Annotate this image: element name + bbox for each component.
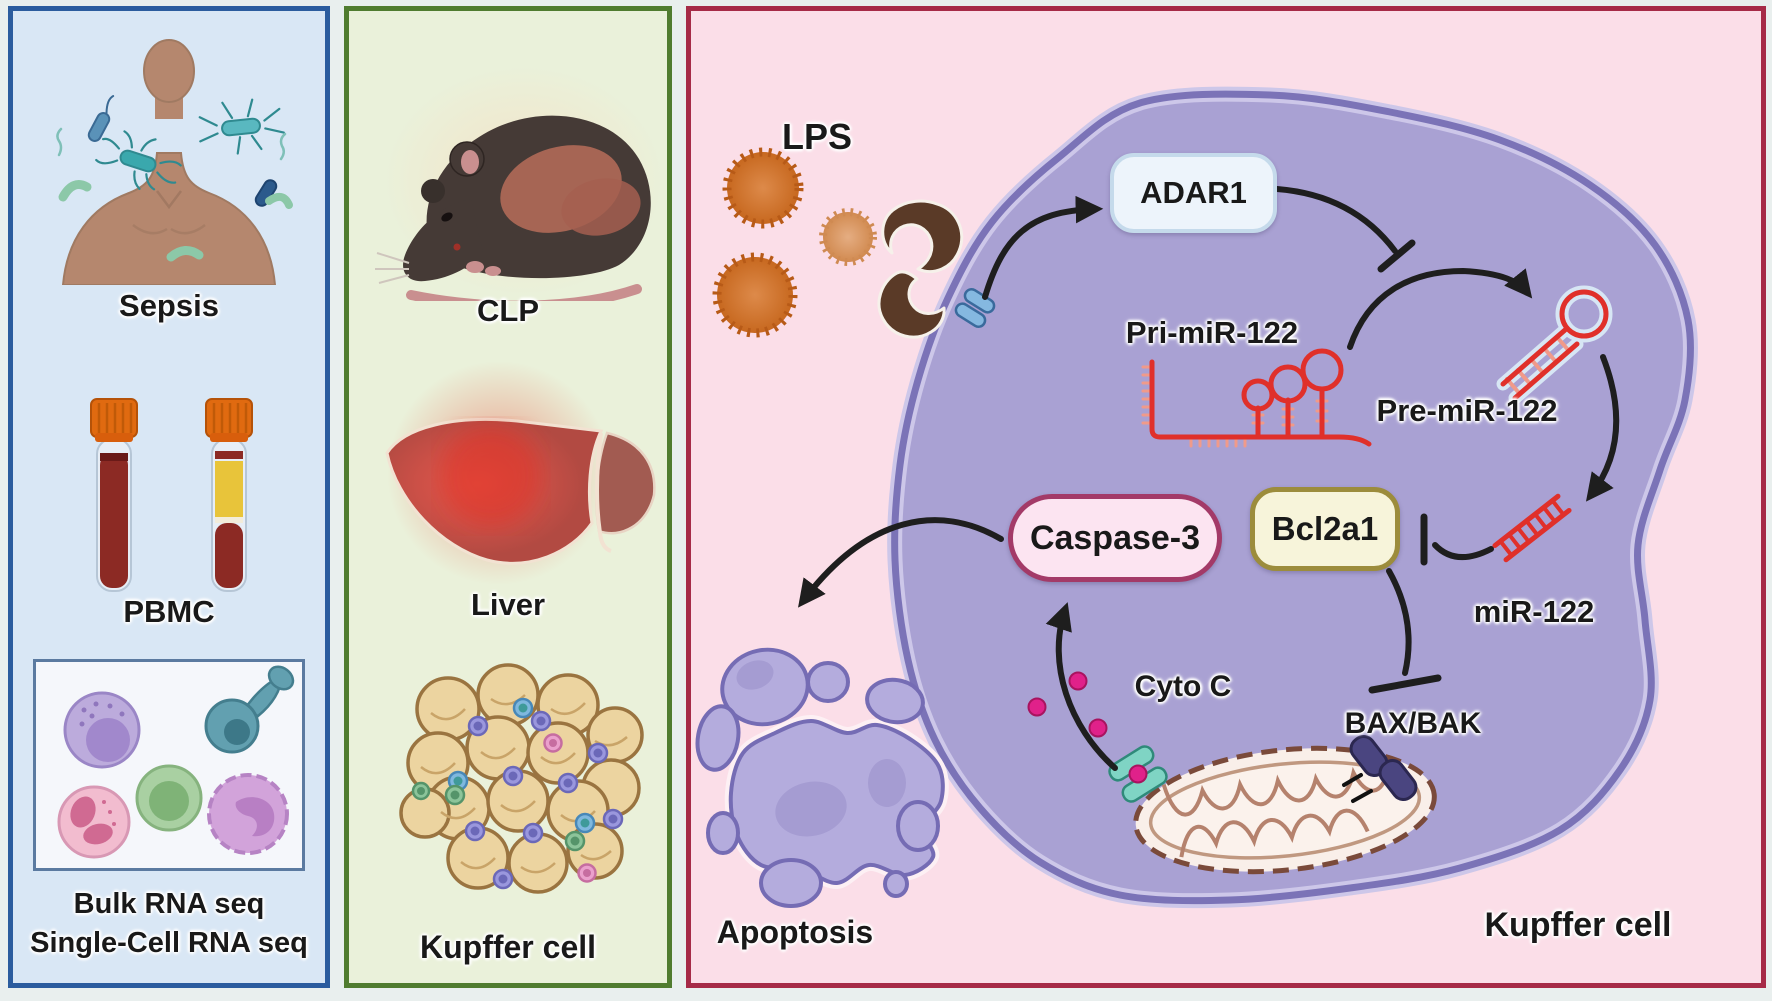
clp-label: CLP [477, 293, 539, 328]
blood-tube-separated [205, 398, 253, 592]
liver-organ [385, 417, 656, 565]
bcl2a1-label: Bcl2a1 [1271, 510, 1379, 547]
kupffer-cell-panel-label: Kupffer cell [419, 929, 597, 965]
pbmc-label: PBMC [123, 594, 215, 629]
pre-mir-122-label: Pre-miR-122 [1376, 393, 1558, 428]
tlr4-receptor-icon [877, 199, 964, 339]
single-cell-rna-seq-label: Single-Cell RNA seq [30, 927, 308, 960]
pbmc-cells-box [33, 659, 305, 871]
lymphocyte-cell [63, 691, 141, 769]
mouse-tail [406, 284, 642, 301]
kupffer-cluster-illustration [399, 663, 644, 894]
sepsis-panel: Sepsis PBMC [8, 6, 330, 988]
lps-particles [712, 147, 877, 338]
sepsis-label: Sepsis [119, 288, 219, 323]
pre-mir-122-hairpin [1496, 285, 1613, 405]
bax-bak-proteins [1342, 735, 1418, 803]
inhibition-bcl2a1-to-baxbak [1386, 568, 1412, 676]
kupffer-cell-label: Kupffer cell [1484, 906, 1672, 944]
pri-mir-122-label: Pri-miR-122 [1125, 315, 1299, 350]
cytochrome-c-dots [1027, 671, 1148, 784]
mitochondria-icon [1133, 745, 1437, 875]
dendritic-cell [204, 665, 295, 754]
mir-122-duplex [1492, 493, 1572, 563]
blood-tube-whole [90, 398, 138, 592]
inhibition-adar1-to-processing [1274, 186, 1398, 254]
liver-label: Liver [470, 587, 546, 622]
liver-illustration [385, 361, 656, 585]
seq-methods-label: Bulk RNA seq Single-Cell RNA seq [13, 885, 325, 963]
arrow-pri-to-pre [1347, 267, 1533, 350]
apoptosis-label: Apoptosis [716, 914, 874, 950]
sepsis-human-illustration [56, 39, 293, 285]
bax-bak-label: BAX/BAK [1344, 707, 1482, 740]
bacteria-icons [56, 95, 293, 262]
kupffer-cell-membrane [891, 90, 1694, 905]
monocyte-cell [135, 764, 203, 832]
mir-122-label: miR-122 [1473, 594, 1595, 629]
inhibition-mir-to-bcl2a1 [1432, 542, 1494, 561]
kupffer-mechanism-panel: LPS ADAR1 Pri-miR-122 Pre-miR-122 miR-12… [686, 6, 1766, 988]
arrow-caspase3-to-apoptosis [798, 517, 1004, 608]
bulk-rna-seq-label: Bulk RNA seq [73, 888, 265, 920]
adar1-node: ADAR1 [1110, 153, 1277, 233]
arrow-cytoc-to-caspase3 [1045, 602, 1118, 771]
human-torso [61, 39, 277, 285]
adar1-label: ADAR1 [1140, 175, 1247, 210]
pbmc-cells-illustration [57, 665, 295, 859]
clp-model-panel: CLP Liver [344, 6, 672, 988]
pri-mir-122-structure [1141, 348, 1372, 448]
cyto-c-label: Cyto C [1134, 670, 1232, 703]
caspase3-node: Caspase-3 [1008, 494, 1222, 582]
caspase3-label: Caspase-3 [1029, 518, 1201, 557]
blood-tubes-illustration [90, 398, 253, 592]
kupffer-small-cells [411, 697, 624, 890]
arrow-pre-to-mir [1585, 354, 1620, 502]
mechanism-diagram [695, 86, 1698, 909]
neutrophil-cell [57, 785, 131, 859]
lps-label: LPS [781, 116, 852, 157]
clp-mouse-illustration [375, 66, 664, 301]
pathway-arrows [798, 186, 1620, 771]
mouse-body [375, 115, 651, 284]
arrow-lps-to-adar1 [982, 195, 1104, 300]
bcl2a1-node: Bcl2a1 [1250, 487, 1400, 571]
apoptotic-cell-illustration [695, 647, 949, 908]
macrophage-cell [207, 773, 289, 855]
